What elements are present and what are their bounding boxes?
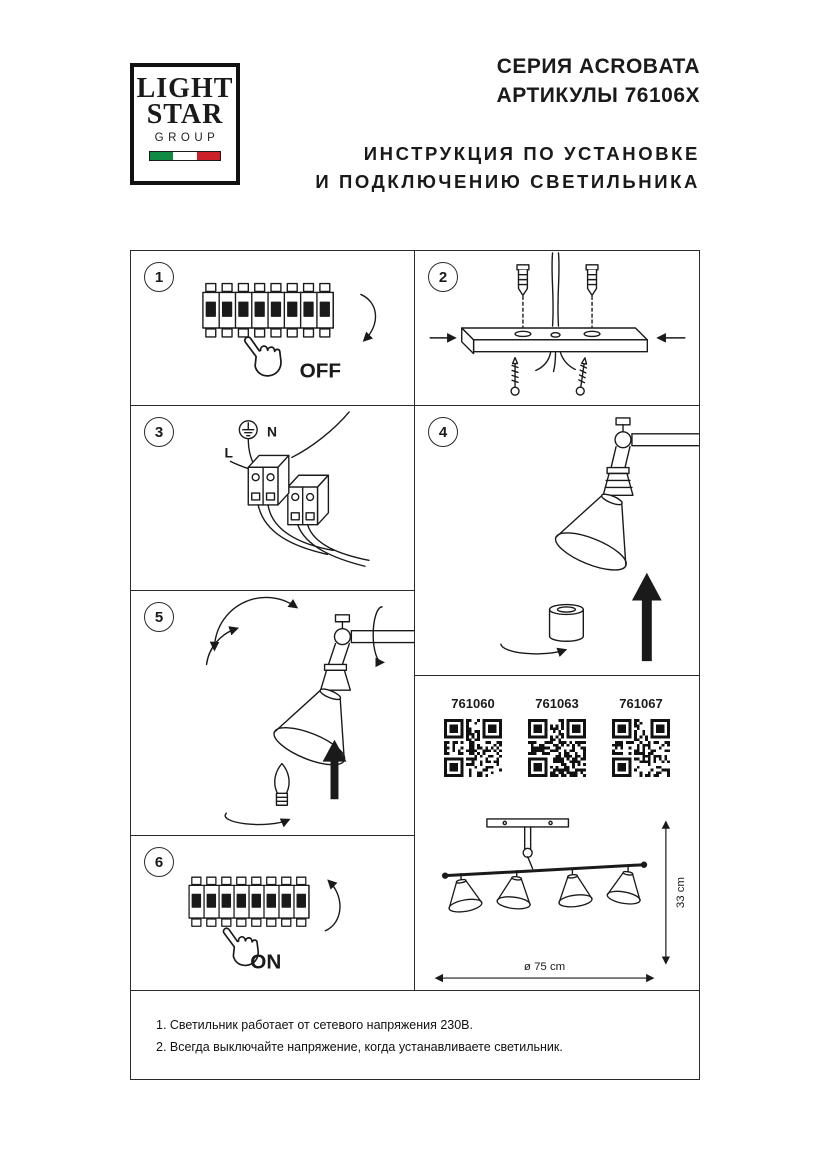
wall-anchor-icon [585, 264, 599, 297]
notes-panel: 1. Светильник работает от сетевого напря… [130, 990, 700, 1080]
ceiling-mount [486, 818, 570, 828]
lamp-shade [550, 481, 649, 579]
mounting-bracket-illustration [429, 252, 686, 397]
step-2-badge: 2 [428, 262, 458, 292]
screw-icon [510, 356, 520, 396]
fixture-bar [443, 863, 646, 878]
qr-label: 761060 [451, 696, 495, 711]
lamp-socket [602, 472, 634, 497]
rotate-arrow [500, 643, 568, 657]
step-1-panel: 1 OFF [130, 250, 415, 406]
fixture-illustration: 33 cm ø 75 cm [434, 818, 687, 983]
logo-word-star: STAR [146, 99, 224, 130]
articles-title: АРТИКУЛЫ 76106X [496, 84, 700, 107]
qr-label: 761063 [535, 696, 579, 711]
step-4-badge: 4 [428, 417, 458, 447]
logo-word-light: LIGHT [136, 73, 234, 104]
step-4-panel: 4 [414, 405, 700, 676]
lamp-shade [605, 868, 646, 907]
lightstar-logo: LIGHT STAR GROUP [130, 63, 240, 185]
italy-flag-icon [149, 151, 221, 161]
qr-label: 761067 [619, 696, 663, 711]
flip-up-arrow [324, 879, 341, 932]
arm-rotation-arrow [372, 606, 386, 668]
breaker-on-illustration: ON [131, 836, 341, 973]
step-2-panel: 2 [414, 250, 700, 406]
terminal-wiring-illustration: N L [225, 411, 370, 567]
lamp-socket [319, 669, 352, 691]
swivel-arrow [209, 596, 299, 652]
step-5-panel: 5 [130, 590, 415, 836]
qr-row: 761060 761063 761067 [415, 676, 699, 777]
adapter-ring [548, 603, 584, 616]
arm-joint [614, 431, 632, 449]
bulb-adjust-illustration [205, 596, 414, 828]
qr-code [444, 719, 502, 777]
qr-code [528, 719, 586, 777]
height-dimension-label: 33 cm [675, 877, 687, 908]
on-label: ON [250, 950, 281, 973]
step-6-panel: 6 ON [130, 835, 415, 991]
subtitle-line-1: ИНСТРУКЦИЯ ПО УСТАНОВКЕ [363, 143, 700, 164]
diameter-dimension-label: ø 75 cm [524, 961, 565, 973]
qr-item: 761060 [444, 696, 502, 777]
lamp-arm [350, 629, 414, 644]
series-title: СЕРИЯ ACROBATA [496, 55, 700, 78]
flip-down-arrow [360, 293, 377, 342]
bulb-icon [274, 762, 290, 806]
up-arrow [631, 572, 662, 662]
swivel-arrow [205, 626, 240, 666]
lamp-shade [443, 876, 484, 915]
subtitle-line-2: И ПОДКЛЮЧЕНИЮ СВЕТИЛЬНИКА [315, 171, 700, 192]
breaker-row [189, 877, 309, 926]
note-line-1: 1. Светильник работает от сетевого напря… [156, 1018, 473, 1032]
qr-item: 761063 [528, 696, 586, 777]
lamp-shade [555, 872, 594, 910]
arm-joint [333, 627, 352, 646]
step-5-badge: 5 [144, 602, 174, 632]
step-6-badge: 6 [144, 847, 174, 877]
line-label: L [225, 444, 234, 460]
lamp-shade [495, 874, 534, 912]
step-3-badge: 3 [144, 417, 174, 447]
terminal-block [287, 474, 330, 526]
qr-panel: 761060 761063 761067 [414, 675, 700, 816]
shade-assembly-illustration [500, 417, 699, 662]
screw-in-arrow [224, 812, 291, 828]
logo-word-group: GROUP [154, 132, 220, 144]
note-line-2: 2. Всегда выключайте напряжение, когда у… [156, 1039, 563, 1054]
qr-code [612, 719, 670, 777]
breaker-off-illustration: OFF [131, 251, 377, 382]
terminal-block [247, 454, 290, 506]
pointing-hand-icon [243, 330, 286, 381]
fixture-panel: 33 cm ø 75 cm [414, 815, 700, 991]
step-1-badge: 1 [144, 262, 174, 292]
step-3-panel: 3 [130, 405, 415, 591]
header-titles: СЕРИЯ ACROBATA АРТИКУЛЫ 76106X ИНСТРУКЦИ… [290, 52, 700, 196]
lamp-shade [268, 676, 368, 774]
qr-item: 761067 [612, 696, 670, 777]
neutral-label: N [267, 424, 277, 440]
screw-icon [575, 356, 590, 397]
off-label: OFF [300, 359, 341, 382]
breaker-row [203, 284, 333, 337]
lamp-arm [631, 433, 699, 447]
wall-anchor-icon [516, 264, 530, 297]
up-arrow [322, 739, 347, 800]
